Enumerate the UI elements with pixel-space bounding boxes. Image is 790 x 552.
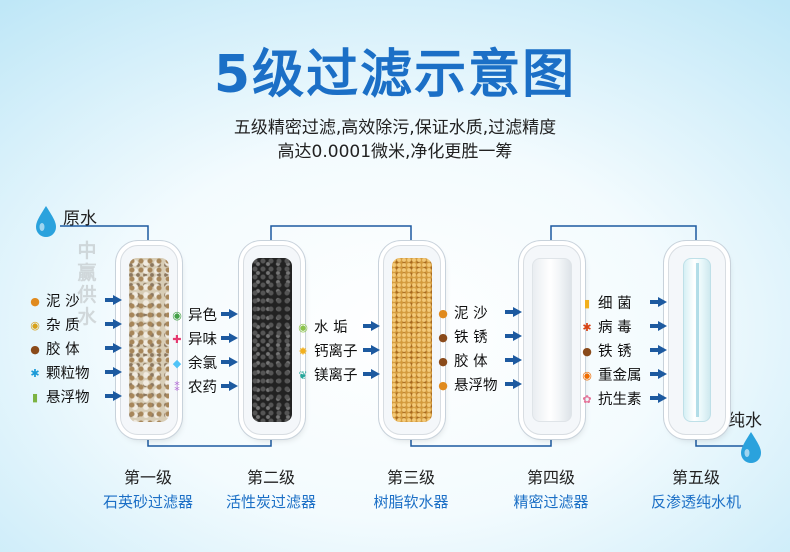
stage-5-item: ●铁 锈 bbox=[580, 340, 631, 360]
flow-arrow-icon bbox=[221, 357, 238, 367]
calcium-ion-icon: ✸ bbox=[298, 345, 308, 358]
pp-cotton-media bbox=[532, 258, 572, 422]
stage-4-item: ●胶 体 bbox=[436, 350, 487, 370]
stage-5-title: 第五级 bbox=[671, 468, 720, 487]
stage-3-title: 第三级 bbox=[386, 468, 435, 487]
flow-arrow-icon bbox=[221, 381, 238, 391]
odor-icon: ✚ bbox=[172, 333, 182, 346]
stage-3-name: 树脂软水器 bbox=[373, 493, 449, 511]
scale-icon: ◉ bbox=[298, 321, 308, 334]
flow-arrow-icon bbox=[650, 369, 667, 379]
flow-arrow-icon bbox=[363, 345, 380, 355]
chlorine-icon: ◆ bbox=[172, 357, 182, 370]
stage-4-name: 精密过滤器 bbox=[513, 493, 589, 511]
stage-1-name: 石英砂过滤器 bbox=[102, 493, 193, 511]
quartz-sand-media bbox=[129, 258, 169, 422]
bacteria-icon: ▮ bbox=[583, 297, 591, 310]
flow-arrow-icon bbox=[505, 331, 522, 341]
flow-arrow-icon bbox=[221, 309, 238, 319]
raw-water-drop-icon bbox=[36, 206, 56, 237]
pure-water-label: 纯水 bbox=[728, 411, 762, 431]
flow-arrow-icon bbox=[105, 391, 122, 401]
subtitle-line-1: 五级精密过滤,高效除污,保证水质,过滤精度 bbox=[233, 118, 557, 138]
stage-2-item: ⁑农药 bbox=[170, 376, 217, 396]
stage-2-name: 活性炭过滤器 bbox=[225, 493, 316, 511]
flow-arrow-icon bbox=[105, 319, 122, 329]
stage-2-title: 第二级 bbox=[246, 468, 295, 487]
stage-1-item: ●胶 体 bbox=[28, 338, 79, 358]
stage-5-item: ▮细 菌 bbox=[580, 292, 632, 312]
pipe-stage4-stage5 bbox=[550, 225, 697, 245]
heavy-metal-icon: ◉ bbox=[582, 369, 592, 382]
stage-2-item: ◉异色 bbox=[170, 304, 217, 324]
subtitle-line-2: 高达0.0001微米,净化更胜一筹 bbox=[277, 142, 513, 162]
stage-4-item: ●铁 锈 bbox=[436, 326, 487, 346]
stage-5-item: ✱病 毒 bbox=[580, 316, 631, 336]
stage-5-item: ✿抗生素 bbox=[580, 388, 641, 408]
rust-icon: ● bbox=[438, 331, 448, 344]
stage-4-pp-cotton-cartridge bbox=[523, 245, 581, 435]
stage-2-activated-carbon-cartridge bbox=[243, 245, 301, 435]
ro-membrane-media bbox=[683, 258, 711, 422]
stage-3-item: ✸钙离子 bbox=[296, 340, 357, 360]
activated-carbon-media bbox=[252, 258, 292, 422]
colloid-icon: ● bbox=[30, 343, 40, 356]
flow-arrow-icon bbox=[363, 369, 380, 379]
flow-arrow-icon bbox=[650, 345, 667, 355]
stage-1-title: 第一级 bbox=[123, 468, 172, 487]
color-icon: ◉ bbox=[172, 309, 182, 322]
flow-arrow-icon bbox=[105, 367, 122, 377]
pesticide-icon: ⁑ bbox=[174, 381, 180, 394]
flow-arrow-icon bbox=[505, 355, 522, 365]
stage-2-item: ✚异味 bbox=[170, 328, 217, 348]
flow-arrow-icon bbox=[650, 321, 667, 331]
flow-arrow-icon bbox=[505, 307, 522, 317]
inlet-pipe bbox=[60, 225, 149, 245]
stage-3-item: ◉水 垢 bbox=[296, 316, 347, 336]
flow-arrow-icon bbox=[105, 343, 122, 353]
raw-water-label: 原水 bbox=[63, 209, 97, 229]
suspended-matter-icon: ● bbox=[438, 379, 448, 392]
stage-5-ro-membrane-cartridge bbox=[668, 245, 726, 435]
stage-1-item: ●泥 沙 bbox=[28, 290, 79, 310]
flow-arrow-icon bbox=[505, 379, 522, 389]
pipe-stage2-stage3 bbox=[270, 225, 412, 245]
flow-arrow-icon bbox=[650, 297, 667, 307]
rust-icon: ● bbox=[582, 345, 592, 358]
antibiotic-icon: ✿ bbox=[582, 393, 592, 406]
stage-1-item: ✱颗粒物 bbox=[28, 362, 89, 382]
stage-4-title: 第四级 bbox=[526, 468, 575, 487]
stage-1-quartz-sand-cartridge bbox=[120, 245, 178, 435]
particle-icon: ✱ bbox=[30, 367, 40, 380]
stage-2-item: ◆余氯 bbox=[170, 352, 217, 372]
stage-3-item: ❦镁离子 bbox=[296, 364, 357, 384]
watermark: 中赢供水 bbox=[77, 240, 97, 328]
suspended-matter-icon: ▮ bbox=[31, 391, 39, 404]
flow-arrow-icon bbox=[221, 333, 238, 343]
impurity-icon: ◉ bbox=[30, 319, 40, 332]
stage-5-name: 反渗透纯水机 bbox=[650, 493, 741, 511]
outlet-pipe bbox=[695, 433, 750, 447]
sand-icon: ● bbox=[438, 307, 448, 320]
stage-1-item: ▮悬浮物 bbox=[28, 386, 90, 406]
stage-1-item: ◉杂 质 bbox=[28, 314, 79, 334]
pure-water-drop-icon bbox=[741, 432, 761, 463]
sand-icon: ● bbox=[30, 295, 40, 308]
flow-arrow-icon bbox=[650, 393, 667, 403]
pipe-stage3-stage4 bbox=[410, 433, 552, 447]
resin-media bbox=[392, 258, 432, 422]
flow-arrow-icon bbox=[105, 295, 122, 305]
virus-icon: ✱ bbox=[582, 321, 592, 334]
stage-4-item: ●泥 沙 bbox=[436, 302, 487, 322]
diagram-title: 5级过滤示意图 bbox=[213, 45, 577, 105]
stage-5-item: ◉重金属 bbox=[580, 364, 641, 384]
colloid-icon: ● bbox=[438, 355, 448, 368]
flow-arrow-icon bbox=[363, 321, 380, 331]
pipe-stage1-stage2 bbox=[147, 433, 272, 447]
stage-4-item: ●悬浮物 bbox=[436, 374, 497, 394]
stage-3-resin-cartridge bbox=[383, 245, 441, 435]
magnesium-ion-icon: ❦ bbox=[298, 369, 308, 382]
